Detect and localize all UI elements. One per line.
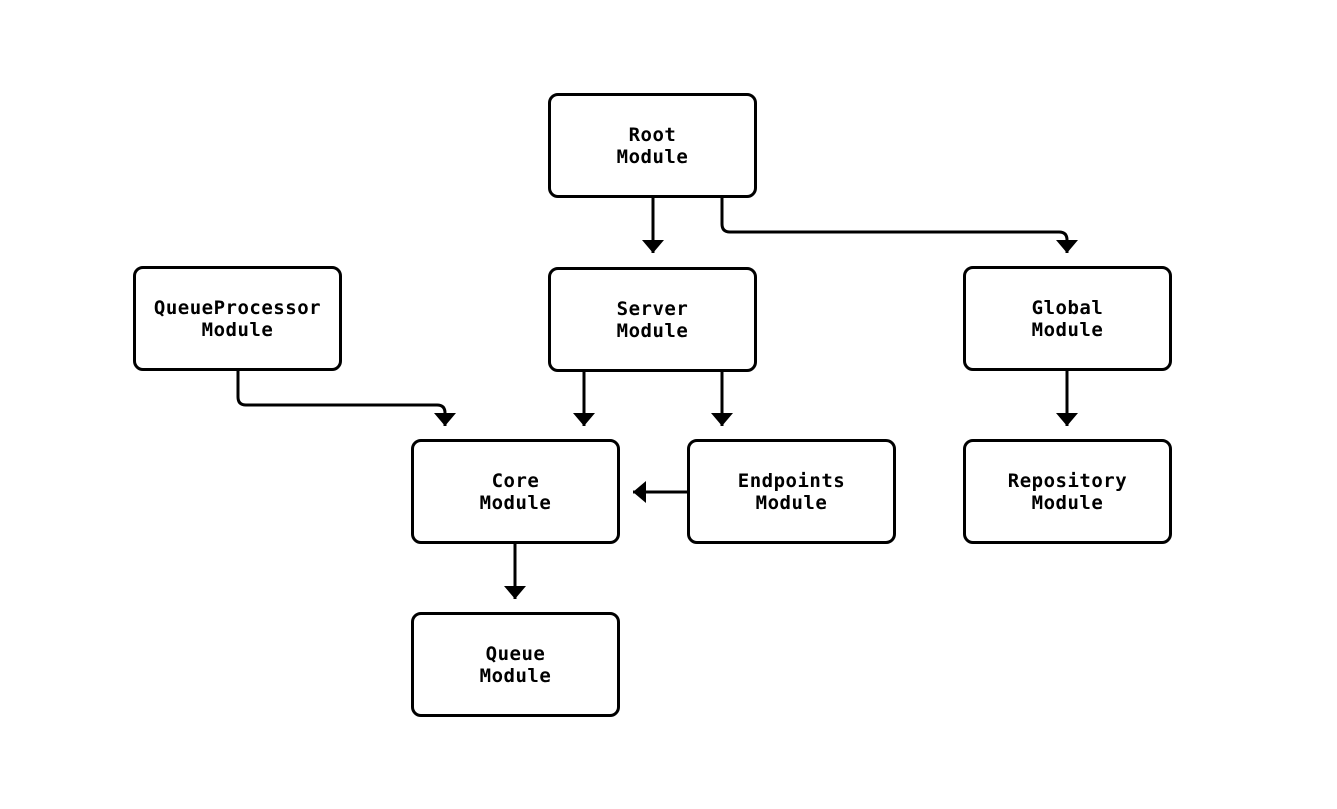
node-label-line1: Root: [628, 123, 677, 146]
node-label-line1: Endpoints: [737, 469, 846, 492]
node-label: Queue Module: [480, 643, 552, 687]
edge-queueprocessor-to-core: [236, 371, 456, 426]
node-label-line2: Module: [201, 318, 274, 341]
node-label: Root Module: [617, 124, 689, 168]
node-label-line1: Server: [616, 297, 689, 320]
node-core-module: Core Module: [411, 439, 620, 544]
node-label: Core Module: [480, 470, 552, 514]
node-repository-module: Repository Module: [963, 439, 1172, 544]
node-endpoints-module: Endpoints Module: [687, 439, 896, 544]
node-queueprocessor-module: QueueProcessor Module: [133, 266, 342, 371]
edge-root-to-global: [720, 198, 1078, 253]
node-root-module: Root Module: [548, 93, 757, 198]
node-label-line1: Core: [491, 469, 540, 492]
node-label-line2: Module: [1031, 318, 1104, 341]
node-label-line2: Module: [755, 491, 828, 514]
node-label-line2: Module: [479, 664, 552, 687]
node-label: Server Module: [617, 298, 689, 342]
node-label-line1: Queue: [485, 642, 546, 665]
node-label-line1: Repository: [1007, 469, 1128, 492]
node-label-line2: Module: [616, 319, 689, 342]
node-label: Repository Module: [1008, 470, 1127, 514]
node-label-line2: Module: [616, 145, 689, 168]
node-global-module: Global Module: [963, 266, 1172, 371]
node-label: Endpoints Module: [738, 470, 845, 514]
node-server-module: Server Module: [548, 267, 757, 372]
node-label: Global Module: [1032, 297, 1104, 341]
node-queue-module: Queue Module: [411, 612, 620, 717]
node-label-line1: Global: [1031, 296, 1104, 319]
node-label-line2: Module: [479, 491, 552, 514]
node-label-line2: Module: [1031, 491, 1104, 514]
node-label: QueueProcessor Module: [154, 297, 321, 341]
node-label-line1: QueueProcessor: [153, 296, 322, 319]
